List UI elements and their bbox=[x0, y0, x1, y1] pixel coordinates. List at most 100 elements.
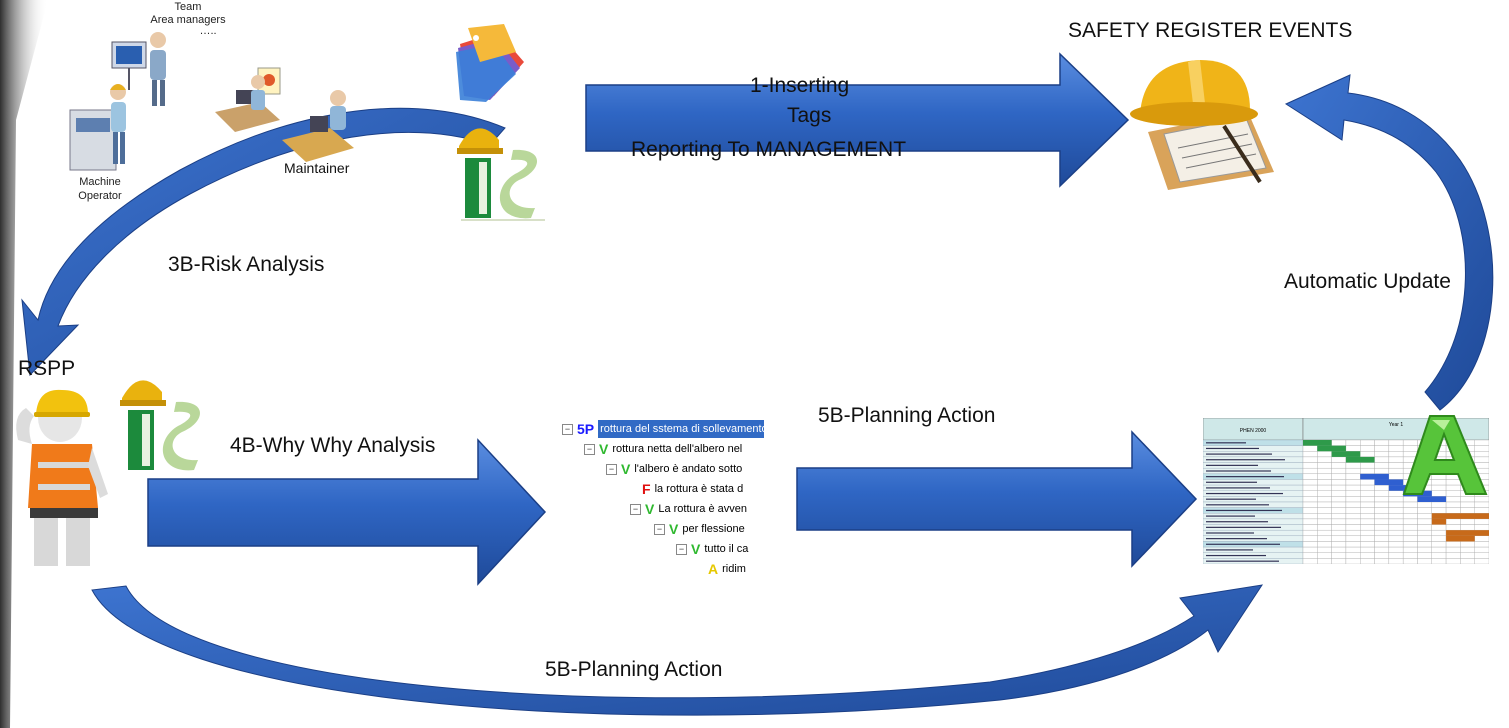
tree-row[interactable]: − V per flessione bbox=[654, 520, 745, 538]
gantt-bar bbox=[1446, 530, 1489, 536]
gantt-bar bbox=[1345, 456, 1375, 463]
collapse-icon[interactable]: − bbox=[654, 523, 665, 535]
gantt-cell bbox=[1374, 529, 1390, 537]
tree-text: rottura netta dell'albero nel bbox=[612, 443, 743, 455]
gantt-cell bbox=[1460, 524, 1475, 531]
collapse-icon[interactable]: − bbox=[606, 463, 617, 475]
tree-row[interactable]: − 5P rottura del sstema di sollevamento bbox=[562, 420, 764, 438]
tree-row[interactable]: − V La rottura è avven bbox=[630, 500, 747, 518]
gantt-cell bbox=[1360, 535, 1375, 542]
gantt-cell bbox=[1302, 518, 1318, 525]
gantt-cell bbox=[1360, 524, 1375, 531]
gantt-cell bbox=[1374, 535, 1390, 542]
collapse-icon[interactable]: − bbox=[676, 543, 687, 555]
tree-row[interactable]: − V tutto il ca bbox=[676, 540, 748, 558]
gantt-task-text bbox=[1206, 549, 1253, 551]
gantt-cell bbox=[1460, 518, 1475, 525]
gantt-cell bbox=[1388, 541, 1404, 548]
gantt-cell bbox=[1317, 496, 1332, 503]
gantt-cell bbox=[1402, 518, 1418, 525]
gantt-task-text bbox=[1206, 532, 1254, 534]
gantt-cell bbox=[1331, 479, 1347, 486]
safety-register-title: SAFETY REGISTER EVENTS bbox=[1068, 19, 1353, 42]
gantt-task-text bbox=[1206, 476, 1284, 478]
gantt-header-left-text: PHEN 2000 bbox=[1240, 428, 1267, 434]
gantt-cell bbox=[1431, 558, 1447, 565]
gantt-cell bbox=[1302, 546, 1318, 553]
gantt-cell bbox=[1474, 524, 1490, 531]
gantt-cell bbox=[1302, 541, 1318, 548]
gantt-cell bbox=[1360, 558, 1375, 565]
tree-row[interactable]: − V rottura netta dell'albero nel bbox=[584, 440, 742, 458]
tree-badge-v: V bbox=[621, 461, 631, 477]
gantt-cell bbox=[1302, 529, 1318, 537]
tree-badge-v: V bbox=[691, 541, 701, 557]
gantt-cell bbox=[1388, 529, 1404, 537]
gantt-cell bbox=[1317, 524, 1332, 531]
gantt-cell bbox=[1345, 552, 1361, 559]
gantt-cell bbox=[1431, 529, 1447, 537]
gantt-cell bbox=[1317, 558, 1332, 565]
tree-row[interactable]: − V l'albero è andato sotto bbox=[606, 460, 742, 478]
gantt-cell bbox=[1374, 490, 1390, 497]
gantt-cell bbox=[1317, 518, 1332, 525]
gantt-cell bbox=[1331, 507, 1347, 514]
gantt-cell bbox=[1317, 513, 1332, 520]
gantt-cell bbox=[1317, 501, 1332, 508]
gantt-cell bbox=[1302, 451, 1318, 458]
gantt-cell bbox=[1331, 439, 1347, 446]
gantt-cell bbox=[1345, 513, 1361, 520]
gantt-cell bbox=[1360, 462, 1375, 469]
why-why-label: 4B-Why Why Analysis bbox=[230, 434, 436, 457]
collapse-icon[interactable]: − bbox=[584, 443, 595, 455]
gantt-cell bbox=[1345, 496, 1361, 503]
gantt-cell bbox=[1388, 524, 1404, 531]
gantt-bar bbox=[1431, 518, 1447, 525]
gantt-cell bbox=[1345, 473, 1361, 480]
gantt-bar bbox=[1331, 451, 1361, 457]
gantt-cell bbox=[1374, 513, 1390, 520]
gantt-cell bbox=[1345, 558, 1361, 565]
gantt-cell bbox=[1474, 546, 1490, 553]
tree-row[interactable]: A ridim bbox=[708, 560, 746, 578]
gantt-cell bbox=[1302, 513, 1318, 520]
collapse-icon[interactable]: − bbox=[630, 503, 641, 515]
machine-operator-label-1: Machine bbox=[79, 176, 121, 188]
gantt-cell bbox=[1345, 501, 1361, 508]
gantt-cell bbox=[1331, 535, 1347, 542]
gantt-cell bbox=[1345, 479, 1361, 486]
whywhy-arrow bbox=[147, 438, 547, 586]
helmet-logo-icon bbox=[457, 128, 545, 221]
gantt-cell bbox=[1317, 451, 1332, 458]
gantt-cell bbox=[1374, 507, 1390, 514]
gantt-task-text bbox=[1206, 515, 1255, 517]
gantt-cell bbox=[1374, 496, 1390, 503]
gantt-bar bbox=[1360, 473, 1389, 480]
gantt-cell bbox=[1317, 546, 1332, 553]
ellipsis-label: ….. bbox=[199, 25, 217, 37]
planning-action-label-top: 5B-Planning Action bbox=[818, 404, 996, 427]
gantt-cell bbox=[1302, 552, 1318, 559]
gantt-cell bbox=[1402, 507, 1418, 514]
tree-badge-a: A bbox=[708, 561, 719, 577]
tree-row[interactable]: F la rottura è stata d bbox=[642, 480, 743, 498]
gantt-cell bbox=[1474, 507, 1490, 514]
gantt-cell bbox=[1345, 445, 1361, 452]
gantt-cell bbox=[1345, 467, 1361, 475]
gantt-cell bbox=[1374, 467, 1390, 475]
gantt-cell bbox=[1402, 546, 1418, 553]
gantt-bar bbox=[1388, 485, 1418, 491]
gantt-cell bbox=[1431, 535, 1447, 542]
gantt-cell bbox=[1402, 541, 1418, 548]
gantt-cell bbox=[1417, 535, 1432, 542]
gantt-cell bbox=[1445, 552, 1461, 559]
gantt-task-text bbox=[1206, 498, 1256, 500]
machine-operator-label-2: Operator bbox=[78, 190, 122, 202]
tree-badge-v: V bbox=[669, 521, 679, 537]
gantt-bar bbox=[1417, 496, 1447, 502]
tree-text: la rottura è stata d bbox=[654, 483, 744, 495]
gantt-cell bbox=[1402, 529, 1418, 537]
collapse-icon[interactable]: − bbox=[562, 423, 573, 435]
tree-text: per flessione bbox=[682, 523, 745, 535]
gantt-cell bbox=[1431, 552, 1447, 559]
